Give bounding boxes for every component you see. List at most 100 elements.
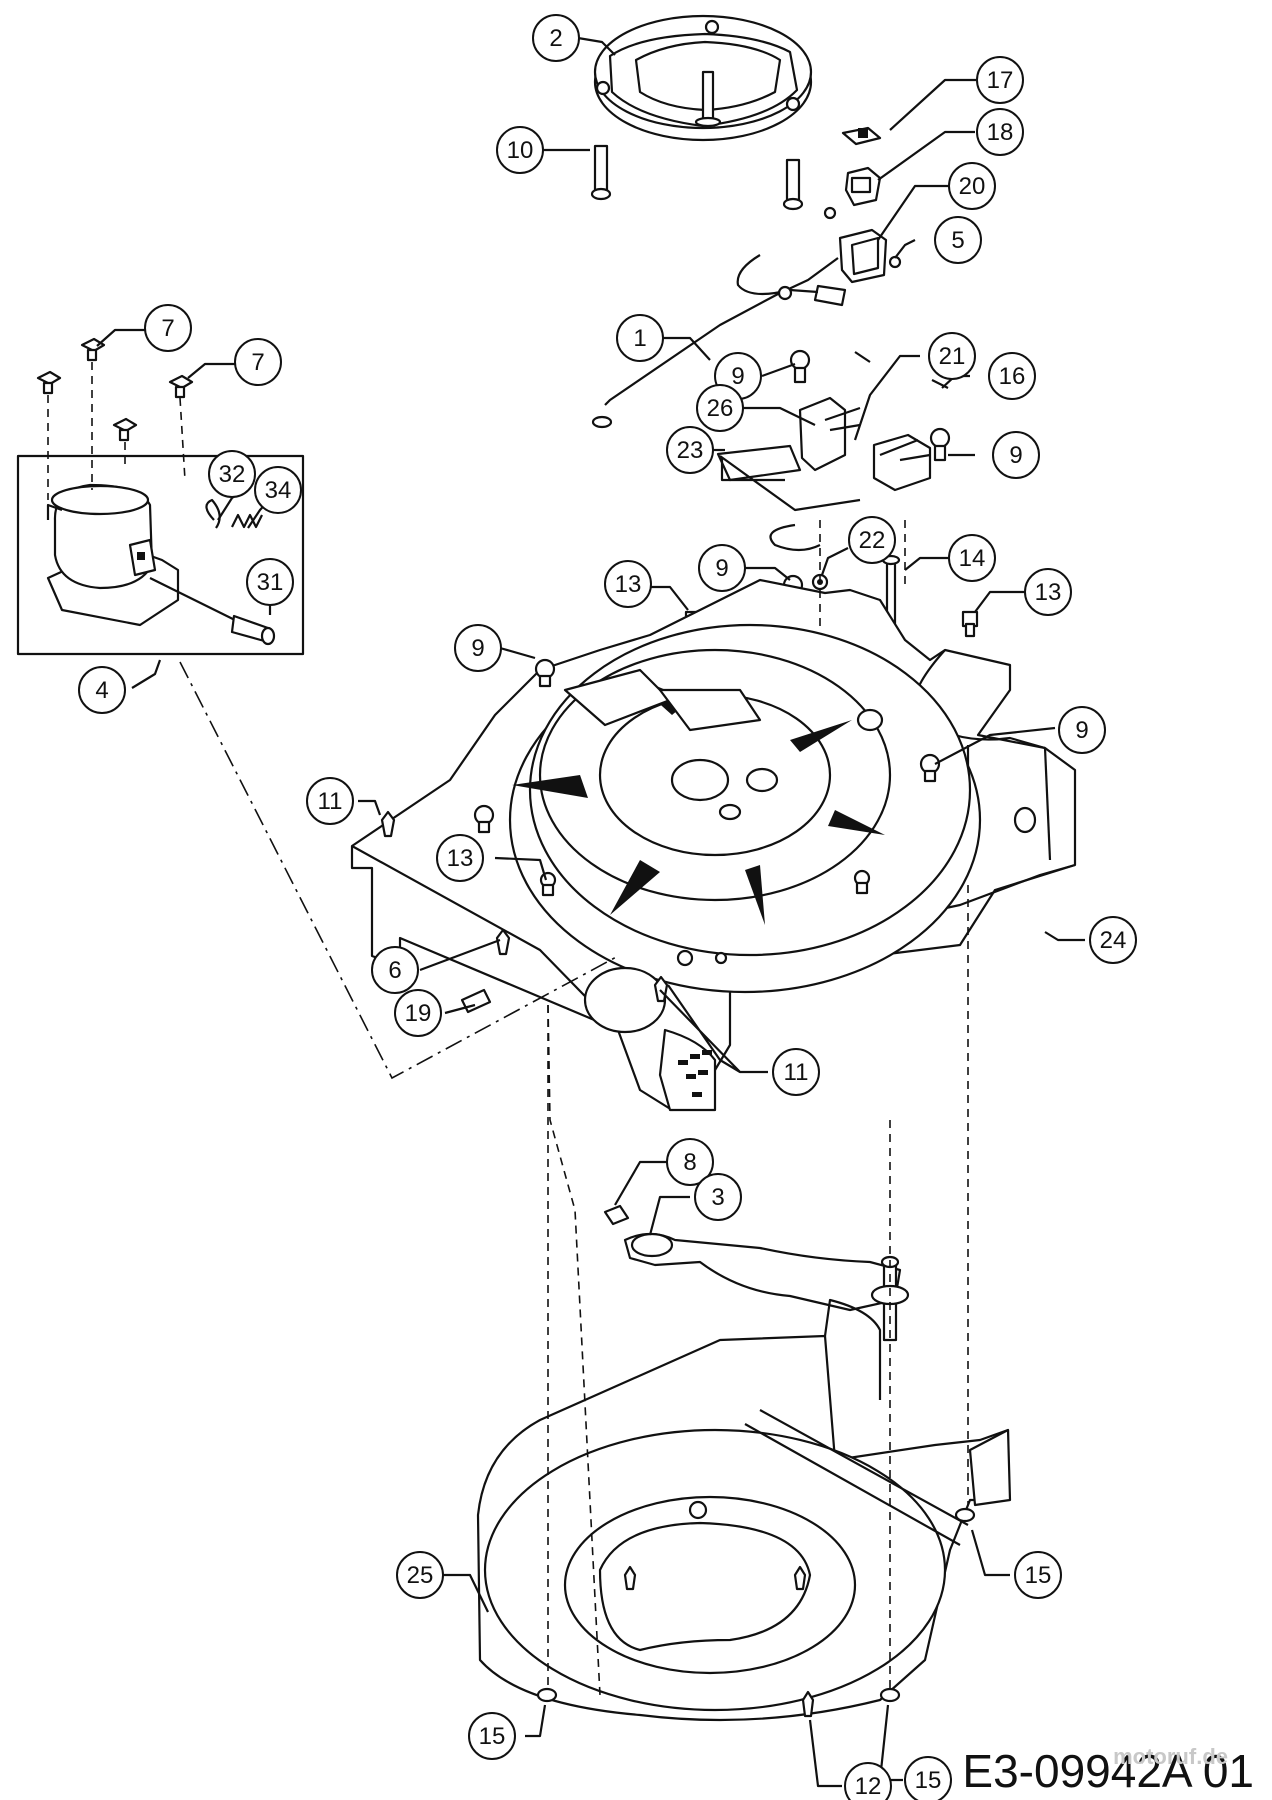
callout-15: 15 [904, 1756, 952, 1800]
callout-label: 25 [407, 1562, 434, 1589]
callout-circle [928, 332, 976, 380]
callout-label: 15 [1025, 1562, 1052, 1589]
callout-circle [844, 1762, 892, 1800]
callout-circle [532, 14, 580, 62]
callout-label: 15 [479, 1723, 506, 1750]
callout-label: 31 [257, 569, 284, 596]
callout-label: 11 [318, 788, 343, 815]
callout-26: 26 [696, 384, 744, 432]
callout-circle [144, 304, 192, 352]
callout-label: 9 [471, 635, 484, 662]
callout-1: 1 [616, 314, 664, 362]
callout-label: 10 [507, 137, 534, 164]
callout-9: 9 [454, 624, 502, 672]
callout-32: 32 [208, 450, 256, 498]
callout-22: 22 [848, 516, 896, 564]
callout-13: 13 [436, 834, 484, 882]
callout-circle [454, 624, 502, 672]
callout-15: 15 [1014, 1551, 1062, 1599]
callout-circle [1024, 568, 1072, 616]
callout-circle [371, 946, 419, 994]
callout-9: 9 [1058, 706, 1106, 754]
callout-label: 14 [959, 545, 986, 572]
callout-circle [988, 352, 1036, 400]
callout-leaders [96, 36, 1085, 1788]
callout-circle [948, 534, 996, 582]
callout-circle [1014, 1551, 1062, 1599]
callout-12: 12 [844, 1762, 892, 1800]
construction-lines [179, 520, 969, 1696]
callout-label: 9 [1009, 442, 1022, 469]
callout-9: 9 [698, 544, 746, 592]
callout-circle [246, 558, 294, 606]
part-10-bolts [590, 144, 804, 211]
part-4-chute-inset [16, 454, 305, 656]
callout-circle [976, 56, 1024, 104]
callout-label: 24 [1100, 927, 1127, 954]
vent-slots [678, 1050, 712, 1097]
callout-circle [934, 216, 982, 264]
callout-20: 20 [948, 162, 996, 210]
part-25-lower-shell [476, 1298, 1012, 1722]
callout-circle [948, 162, 996, 210]
callout-19: 19 [394, 989, 442, 1037]
callout-17: 17 [976, 56, 1024, 104]
callout-6: 6 [371, 946, 419, 994]
callout-label: 20 [959, 173, 986, 200]
callout-circle [208, 450, 256, 498]
callout-5: 5 [934, 216, 982, 264]
callout-circle [696, 384, 744, 432]
callout-label: 23 [677, 437, 704, 464]
callout-circle [468, 1712, 516, 1760]
callout-2: 2 [532, 14, 580, 62]
callout-label: 18 [987, 119, 1014, 146]
callout-7: 7 [144, 304, 192, 352]
callout-14: 14 [948, 534, 996, 582]
callout-label: 26 [707, 395, 734, 422]
callout-18: 18 [976, 108, 1024, 156]
callout-circle [976, 108, 1024, 156]
part-3-arm [603, 1204, 910, 1342]
callout-label: 19 [405, 1000, 432, 1027]
callout-13: 13 [1024, 568, 1072, 616]
watermark: motoruf.de [1113, 1744, 1228, 1769]
callout-label: 34 [265, 477, 292, 504]
callout-label: 1 [633, 325, 646, 352]
callout-label: 8 [683, 1149, 696, 1176]
callout-24: 24 [1089, 916, 1137, 964]
callout-circle [496, 126, 544, 174]
callout-3: 3 [694, 1173, 742, 1221]
callout-label: 5 [951, 227, 964, 254]
callout-label: 21 [939, 343, 966, 370]
part-24-deck-housing [350, 578, 1077, 1112]
callout-circle [694, 1173, 742, 1221]
callout-label: 9 [1075, 717, 1088, 744]
callout-31: 31 [246, 558, 294, 606]
callout-23: 23 [666, 426, 714, 474]
callout-label: 12 [855, 1773, 882, 1800]
callout-label: 17 [987, 67, 1014, 94]
callout-16: 16 [988, 352, 1036, 400]
callout-15: 15 [468, 1712, 516, 1760]
callout-circle [1089, 916, 1137, 964]
callout-label: 9 [715, 555, 728, 582]
parts-17-18-20-switch [591, 126, 902, 429]
callout-circle [306, 777, 354, 825]
callout-7: 7 [234, 338, 282, 386]
callout-label: 3 [711, 1184, 724, 1211]
callout-label: 2 [549, 25, 562, 52]
callout-label: 4 [95, 677, 108, 704]
callout-9: 9 [992, 431, 1040, 479]
callout-circle [698, 544, 746, 592]
callout-8: 8 [666, 1138, 714, 1186]
callout-label: 11 [784, 1059, 809, 1086]
callout-label: 32 [219, 461, 246, 488]
callout-circle [254, 466, 302, 514]
callout-4: 4 [78, 666, 126, 714]
callout-circle [904, 1756, 952, 1800]
drawing-code: E3-09942A 01 [962, 1745, 1254, 1797]
callout-11: 11 [306, 777, 354, 825]
callout-label: 13 [447, 845, 474, 872]
callout-circle [772, 1048, 820, 1096]
